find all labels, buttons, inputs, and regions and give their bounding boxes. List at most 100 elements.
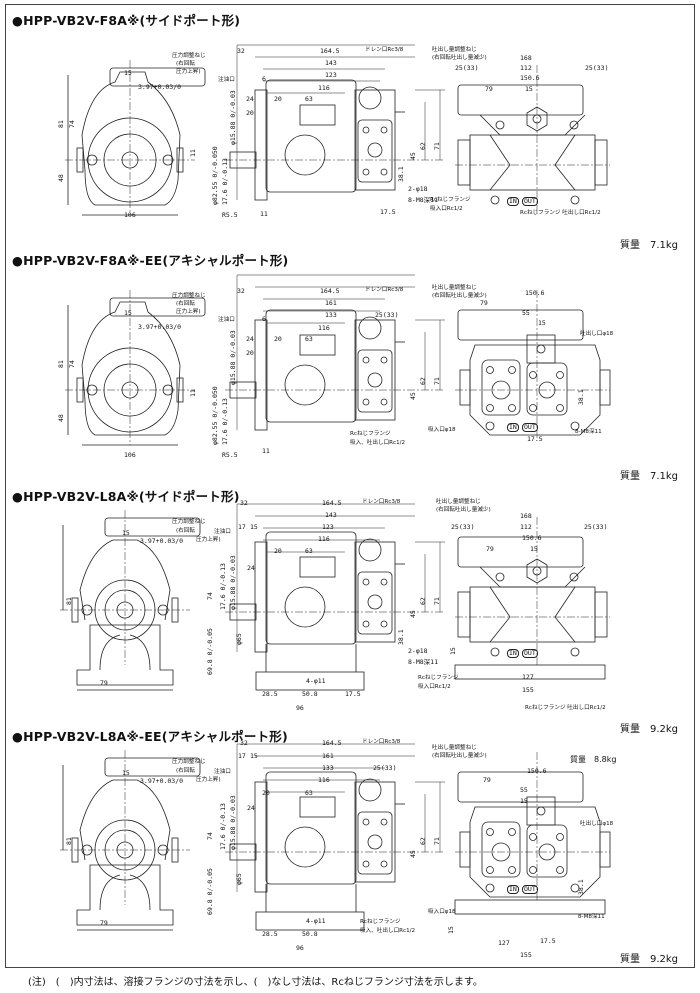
rear-dimension-label: 155	[522, 686, 534, 694]
side-dimension-label: 24	[246, 95, 254, 103]
side-dimension-label: 161	[322, 752, 334, 760]
side-dimension-label: 32	[237, 47, 245, 55]
rear-dimension-label: 吐出し量調整ねじ	[432, 47, 477, 53]
side-dimension-label: 74	[206, 832, 214, 840]
side-dimension-label: 164.5	[322, 739, 342, 747]
pump-drawing	[65, 44, 610, 216]
rear-dimension-label: 吐出し口φ18	[580, 821, 614, 827]
front-dimension-label: 圧力調整ねじ	[172, 53, 206, 59]
footnote: (注) ( )内寸法は、溶接フランジの寸法を示し、( )なし寸法は、Rcねじフラ…	[28, 977, 483, 988]
side-dimension-label: 164.5	[322, 499, 342, 507]
side-dimension-label: ドレン口Rc3/8	[365, 47, 404, 53]
side-dimension-label: 25(33)	[375, 311, 399, 319]
rear-dimension-label: 8-M8深11	[575, 429, 602, 435]
side-dimension-label: 28.5	[262, 690, 278, 698]
side-dimension-label: 24	[246, 335, 254, 343]
side-dimension-label: 20	[246, 349, 254, 357]
port-out-label: OUT	[522, 649, 538, 658]
side-dimension-label: 17.6 0/-0.13	[221, 398, 229, 445]
rear-dimension-label: 168	[520, 54, 532, 62]
port-out-label: OUT	[522, 423, 538, 432]
side-dimension-label: 63	[305, 335, 313, 343]
front-dimension-label: 3.97+0.03/0	[138, 83, 182, 91]
front-dimension-label: 11	[189, 389, 197, 397]
side-dimension-label: 6	[262, 315, 266, 323]
side-dimension-label: 63	[305, 95, 313, 103]
front-dimension-label: 15	[124, 309, 132, 317]
rear-dimension-label: 168	[520, 512, 532, 520]
side-dimension-label: ドレン口Rc3/8	[365, 287, 404, 293]
rear-dimension-label: 25(33)	[585, 64, 609, 72]
side-dimension-label: 143	[325, 511, 337, 519]
side-dimension-label: 17.5	[380, 208, 396, 216]
side-view	[225, 44, 445, 201]
rear-dimension-label: 15	[449, 647, 457, 655]
side-view	[225, 274, 445, 431]
rear-dimension-label: (右回転吐出し量減少)	[432, 293, 487, 299]
side-dimension-label: 20	[274, 335, 282, 343]
rear-view	[454, 517, 610, 680]
front-dimension-label: 74	[68, 360, 76, 368]
side-dimension-label: 注油口	[214, 529, 231, 535]
front-dimension-label: R5.5	[222, 451, 238, 459]
front-dimension-label: (右回転	[176, 301, 195, 307]
side-dimension-label: 50.8	[302, 690, 318, 698]
rear-view	[455, 290, 611, 440]
rear-dimension-label: 17.5	[540, 937, 556, 945]
side-dimension-label: 吸入、吐出し口Rc1/2	[360, 928, 416, 934]
rear-dimension-label: 吸入口Rc1/2	[418, 684, 451, 690]
side-dimension-label: 32	[237, 287, 245, 295]
side-view	[225, 503, 445, 691]
side-dimension-label: 32	[240, 499, 248, 507]
rear-dimension-label: 150.6	[527, 767, 547, 775]
front-dimension-label: 81	[57, 120, 65, 128]
front-dimension-label: 圧力調整ねじ	[172, 519, 206, 525]
section-f8a-ee-axial-port: ●HPP-VB2V-F8A※-EE(アキシャルポート形) 質量 7.1kg IN…	[0, 240, 700, 482]
front-view	[60, 750, 201, 931]
rear-dimension-label: 25(33)	[584, 523, 608, 531]
rear-dimension-label: 38.1	[577, 389, 585, 405]
front-dimension-label: 15	[122, 769, 130, 777]
rear-dimension-label: 25(33)	[455, 64, 479, 72]
port-in-label: IN	[507, 649, 519, 658]
front-dimension-label: 15	[122, 529, 130, 537]
side-dimension-label: φ15.88 0/-0.03	[229, 330, 237, 385]
rear-dimension-label: 8-M8深11	[578, 914, 605, 920]
rear-dimension-label: 吸入口φ18	[428, 427, 456, 433]
side-dimension-label: 15	[250, 752, 258, 760]
front-dimension-label: 81	[65, 837, 73, 845]
front-dimension-label: 圧力調整ねじ	[172, 293, 206, 299]
front-dimension-label: 106	[124, 211, 136, 219]
front-dimension-label: 48	[57, 174, 65, 182]
rear-dimension-label: 55	[522, 309, 530, 317]
side-dimension-label: ドレン口Rc3/8	[362, 499, 401, 505]
section-title: ●HPP-VB2V-F8A※-EE(アキシャルポート形)	[12, 253, 289, 268]
side-dimension-label: 63	[305, 789, 313, 797]
side-dimension-label: 注油口	[214, 769, 231, 775]
rear-dimension-label: 吸入口φ18	[428, 909, 456, 915]
side-dimension-label: 62	[419, 377, 427, 385]
mass-label: 質量 7.1kg	[619, 240, 678, 251]
side-dimension-label: 116	[318, 84, 330, 92]
rear-dimension-label: 79	[480, 299, 488, 307]
side-view	[225, 743, 445, 931]
side-dimension-label: 74	[206, 592, 214, 600]
side-dimension-label: 2-φ18	[408, 647, 428, 655]
side-dimension-label: 133	[322, 764, 334, 772]
side-dimension-label: 17	[238, 752, 246, 760]
side-dimension-label: φ65	[235, 873, 243, 885]
rear-dimension-label: 127	[522, 673, 534, 681]
front-dimension-label: 圧力調整ねじ	[172, 759, 206, 765]
side-dimension-label: φ82.55 0/-0.050	[211, 386, 219, 445]
rear-dimension-label: 吐出し口φ18	[580, 331, 614, 337]
side-dimension-label: 71	[433, 597, 441, 605]
side-dimension-label: 17	[238, 523, 246, 531]
side-dimension-label: 28.5	[262, 930, 278, 938]
side-dimension-label: 24	[247, 804, 255, 812]
rear-dimension-label: 吐出し量調整ねじ	[436, 499, 481, 505]
rear-dimension-label: 127	[498, 939, 510, 947]
side-dimension-label: 17.5	[345, 690, 361, 698]
rear-dimension-label: (右回転吐出し量減少)	[436, 507, 491, 513]
front-dimension-label: 48	[57, 414, 65, 422]
